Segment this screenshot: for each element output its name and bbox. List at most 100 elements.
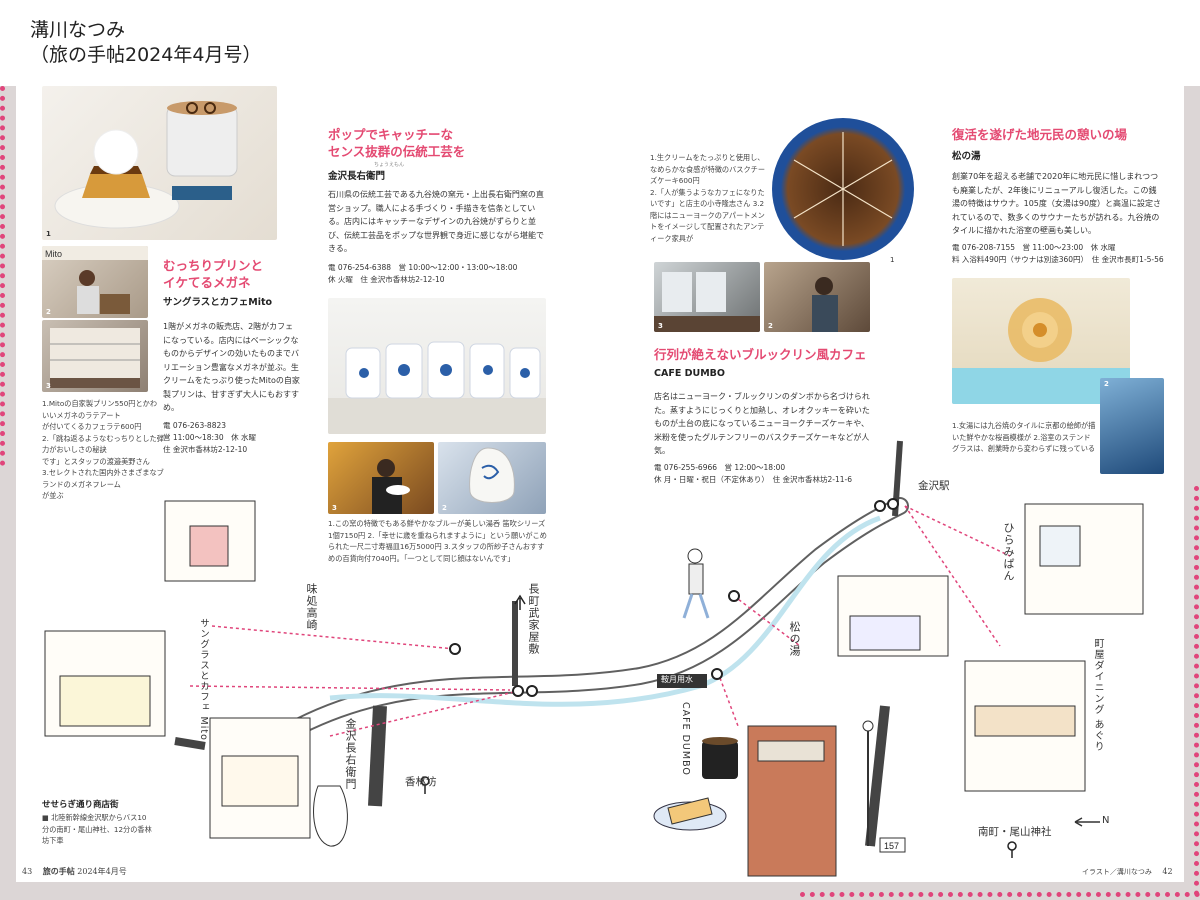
address-icon: 住 bbox=[360, 275, 368, 284]
address-icon: 住 bbox=[163, 445, 171, 454]
label-matsunoyu: 松の湯 bbox=[788, 621, 801, 657]
photo-number: 2 bbox=[46, 308, 51, 316]
label-agri: 町屋ダイニング あぐり bbox=[1092, 638, 1103, 753]
matsunoyu-tel: 076-208-7155 bbox=[961, 243, 1016, 252]
matsunoyu-info: 電 076-208-7155 営 11:00〜23:00 休 水曜 料 入浴料4… bbox=[952, 242, 1174, 266]
cups-photo bbox=[328, 298, 546, 434]
address-icon: 住 bbox=[772, 475, 781, 484]
marker-mito bbox=[526, 685, 538, 697]
marker-matsunoyu bbox=[711, 668, 723, 680]
mito-hours: 11:00〜18:30 bbox=[172, 433, 224, 442]
label-miso: 味処高崎 bbox=[305, 583, 318, 631]
pudding-photo: 1 bbox=[42, 86, 277, 240]
page-number-right: 42 bbox=[1162, 867, 1173, 876]
mito-closed: 水曜 bbox=[241, 433, 257, 442]
photo-number: 3 bbox=[332, 504, 337, 512]
issue-info: （旅の手帖2024年4月号） bbox=[30, 44, 262, 66]
nagaya-shop-name: 金沢長右衛門 bbox=[328, 171, 386, 182]
marker-hiramiban bbox=[874, 500, 886, 512]
label-station: 金沢駅 bbox=[918, 480, 950, 492]
dumbo-closed: 月・日曜・祝日（不定休あり） bbox=[663, 475, 766, 484]
nagaya-hours: 10:00〜12:00・13:00〜18:00 bbox=[408, 263, 518, 272]
photo-number: 2 bbox=[1104, 380, 1109, 388]
matsunoyu-hours: 11:00〜23:00 bbox=[1032, 243, 1084, 252]
road-west bbox=[174, 737, 206, 750]
mito-info: 電 076-263-8823 営 11:00〜18:30 休 水曜 住 金沢市香… bbox=[163, 420, 301, 456]
closed-icon: 休 bbox=[231, 433, 239, 442]
photo-number: 3 bbox=[658, 322, 663, 330]
cheesecake-photo bbox=[772, 118, 914, 260]
cake-icon bbox=[667, 797, 713, 825]
right-footer: イラスト／溝川なつみ 42 bbox=[1082, 866, 1173, 877]
closed-icon: 休 bbox=[1090, 243, 1099, 252]
page-number-left: 43 bbox=[22, 867, 33, 876]
dumbo-info: 電 076-255-6966 営 12:00〜18:00 休 月・日曜・祝日（不… bbox=[654, 462, 894, 486]
issue-left: 2024年4月号 bbox=[77, 867, 127, 876]
author-name: 溝川なつみ bbox=[30, 19, 126, 41]
illustration-credit: イラスト／溝川なつみ bbox=[1082, 868, 1152, 876]
plate-photo: 2 bbox=[438, 442, 546, 514]
label-hiramiban: ひらみぱん bbox=[1002, 522, 1015, 582]
right-page: 1.生クリームをたっぷりと使用し、なめらかな食感が特徴のバスクチーズケーキ600… bbox=[602, 86, 1184, 882]
magazine-name-left: 旅の手帖 bbox=[42, 866, 75, 876]
nagaya-photo-notes: 1.この窯の特徴でもある鮮やかなブルーが美しい湯呑 笛吹シリーズ1個7150円 … bbox=[328, 519, 547, 563]
bottom-dots bbox=[800, 886, 1200, 897]
clock-icon: 営 bbox=[724, 463, 733, 472]
address-icon: 住 bbox=[1091, 255, 1100, 264]
illustrated-map: 157 bbox=[44, 440, 1144, 877]
dumbo-tel: 076-255-6966 bbox=[663, 463, 718, 472]
tel-icon: 電 bbox=[163, 421, 171, 430]
marker-dumbo bbox=[728, 590, 740, 602]
label-buke: 長町武家屋敷 bbox=[527, 583, 540, 655]
closed-icon: 休 bbox=[328, 275, 336, 284]
tel-icon: 電 bbox=[328, 263, 336, 272]
main-road-fill bbox=[293, 499, 907, 733]
svg-text:157: 157 bbox=[884, 841, 899, 851]
label-river: 鞍月用水 bbox=[661, 675, 693, 684]
nagaya-address: 金沢市香林坊2-12-10 bbox=[370, 275, 445, 284]
article-caption: 溝川なつみ （旅の手帖2024年4月号） bbox=[30, 18, 261, 68]
photo-number: 1 bbox=[890, 256, 895, 264]
right-dots bbox=[1184, 486, 1199, 896]
vase-icon bbox=[313, 785, 348, 847]
matsunoyu-closed: 水曜 bbox=[1100, 243, 1116, 252]
river-sign bbox=[657, 674, 707, 688]
matsunoyu-address: 金沢市長町1-5-56 bbox=[1101, 255, 1164, 264]
nagaya-body-text: 石川県の伝統工芸である九谷焼の窯元・上出長右衛門窯の直営ショップ。職人による手づ… bbox=[328, 190, 544, 253]
dumbo-owner-photo: 2 bbox=[764, 262, 870, 332]
seseragi-title: せせらぎ通り商店街 bbox=[42, 800, 119, 810]
marker-miso bbox=[449, 643, 461, 655]
left-dots bbox=[0, 86, 19, 466]
photo-number: 2 bbox=[442, 504, 447, 512]
tel-icon: 電 bbox=[952, 243, 960, 252]
label-north: N bbox=[1102, 815, 1110, 826]
nagaya-ruby: ちょうえもん bbox=[374, 162, 405, 168]
matsunoyu-body-text: 創業70年を超える老舗で2020年に地元民に惜しまれつつも廃業したが、2年後にリ… bbox=[952, 172, 1162, 235]
dumbo-interior-photo: 3 bbox=[654, 262, 760, 332]
clock-icon: 営 bbox=[398, 263, 407, 272]
seseragi-access: ■ 北陸新幹線金沢駅からバス10分の南町・尾山神社、12分の香林坊下車 bbox=[42, 813, 152, 845]
road-157 bbox=[865, 705, 890, 847]
dumbo-address: 金沢市香林坊2-11-6 bbox=[782, 475, 853, 484]
dumbo-shop-name: CAFE DUMBO bbox=[654, 368, 725, 379]
dumbo-title: 行列が絶えないブルックリン風カフェ bbox=[654, 347, 867, 362]
dumbo-hours: 12:00〜18:00 bbox=[734, 463, 786, 472]
staff-nagaya-photo: 3 bbox=[328, 442, 434, 514]
canal bbox=[329, 515, 881, 707]
coffee-cup-icon bbox=[702, 741, 738, 779]
clock-icon: 営 bbox=[163, 433, 171, 442]
nagaya-tel: 076-254-6388 bbox=[337, 263, 392, 272]
photo-number: 3 bbox=[46, 382, 51, 390]
clock-icon: 営 bbox=[1022, 243, 1031, 252]
magazine-spread: 1 Mito 2 3 むっちりプリンと イケてるメガネ サングラスとカフェMit… bbox=[0, 86, 1200, 900]
matsunoyu-shop-name: 松の湯 bbox=[952, 151, 981, 162]
matsunoyu-title: 復活を遂げた地元民の憩いの場 bbox=[952, 127, 1128, 142]
marker-nagaya bbox=[512, 685, 524, 697]
closed-icon: 休 bbox=[654, 475, 662, 484]
map-markers bbox=[449, 498, 899, 697]
glasses-shop-photo: 3 bbox=[42, 320, 148, 392]
matsunoyu-photo-notes: 1.女湯には九谷焼のタイルに京都の絵師が描いた鮮やかな桜画模様が 2.浴室のステ… bbox=[952, 421, 1096, 453]
staff-photo: Mito 2 bbox=[42, 246, 148, 318]
mito-title: むっちりプリンと イケてるメガネ bbox=[163, 258, 264, 290]
walking-person-icon bbox=[682, 548, 710, 619]
